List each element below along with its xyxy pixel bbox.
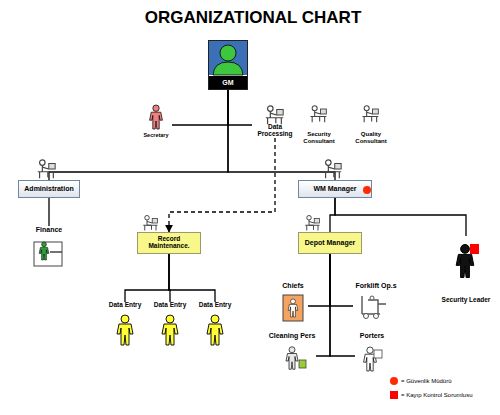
node-label: GM — [209, 76, 247, 89]
node-label: Chiefs — [282, 282, 303, 289]
data-entry-figures — [117, 315, 223, 345]
org-connector — [169, 254, 215, 302]
node-label: Porters — [360, 332, 385, 339]
legend-swatch — [390, 377, 398, 385]
org-connector — [125, 254, 169, 302]
forklift-figure — [362, 296, 386, 319]
legend-row: = Güvenlik Müdürü — [390, 377, 452, 385]
org-connector — [335, 198, 466, 236]
person-node: Forklift Op.s — [353, 282, 399, 320]
unit-box: Administration — [18, 180, 80, 198]
unit-box: WM Manager — [298, 180, 372, 198]
node-label: Depot Manager — [305, 239, 356, 246]
person-node: Security Consultant — [300, 104, 338, 144]
org-connector — [172, 90, 228, 125]
node-label: Data Entry — [154, 302, 187, 309]
chart-title: ORGANIZATIONAL CHART — [0, 8, 500, 28]
desk-figures — [38, 106, 379, 231]
node-label: Finance — [36, 226, 62, 233]
gm-figure — [209, 41, 247, 75]
node-label: WM Manager — [313, 185, 356, 192]
node-label: Cleaning Pers — [269, 332, 316, 339]
unit-box: Depot Manager — [298, 232, 362, 254]
gm-box: GM — [208, 40, 248, 90]
person-node: Data Entry — [108, 302, 142, 348]
org-connector — [48, 198, 49, 226]
porter-figure — [364, 347, 382, 371]
org-connector — [330, 254, 353, 306]
person-node: Data Entry — [198, 302, 232, 348]
security-leader-figure — [456, 244, 479, 278]
chiefs-figure — [283, 295, 303, 321]
node-label: Forklift Op.s — [355, 282, 396, 289]
legend-row: = Kayıp Kontrol Sorumlusu — [390, 391, 473, 399]
node-label: Quality Consultant — [352, 131, 390, 144]
person-node: Quality Consultant — [352, 104, 390, 144]
org-connector — [49, 90, 228, 180]
org-connector — [330, 198, 335, 232]
security-marker — [363, 186, 371, 194]
org-connector — [228, 90, 252, 125]
person-node: Data Entry — [153, 302, 187, 348]
node-label: Data Entry — [199, 302, 232, 309]
finance-figure — [34, 242, 62, 266]
person-node: Chiefs — [278, 282, 308, 324]
node-label: Administration — [24, 185, 73, 192]
node-label: Data Processing — [252, 124, 298, 138]
person-node: Porters — [355, 332, 389, 374]
org-connector — [316, 254, 330, 356]
node-label: Data Entry — [109, 302, 142, 309]
node-label: Security Leader — [442, 297, 491, 304]
legend-text: = Kayıp Kontrol Sorumlusu — [401, 392, 473, 398]
legend-text: = Güvenlik Müdürü — [401, 378, 452, 384]
secretary-figure — [150, 105, 163, 129]
person-node: Data Processing — [252, 104, 298, 138]
org-connector — [330, 254, 355, 356]
org-connector — [169, 138, 275, 232]
person-node: Secretary — [140, 103, 172, 139]
person-node: Security Leader — [440, 236, 492, 304]
org-connector — [308, 254, 330, 306]
cleaning-figure — [286, 347, 306, 370]
person-node: Cleaning Pers — [268, 332, 316, 372]
person-node: Finance — [29, 226, 69, 268]
node-label: Security Consultant — [300, 131, 338, 144]
legend-swatch — [390, 391, 398, 399]
node-label: Record Maintenance. — [138, 236, 200, 250]
node-label: Secretary — [143, 133, 168, 139]
unit-box: Record Maintenance. — [137, 232, 201, 254]
